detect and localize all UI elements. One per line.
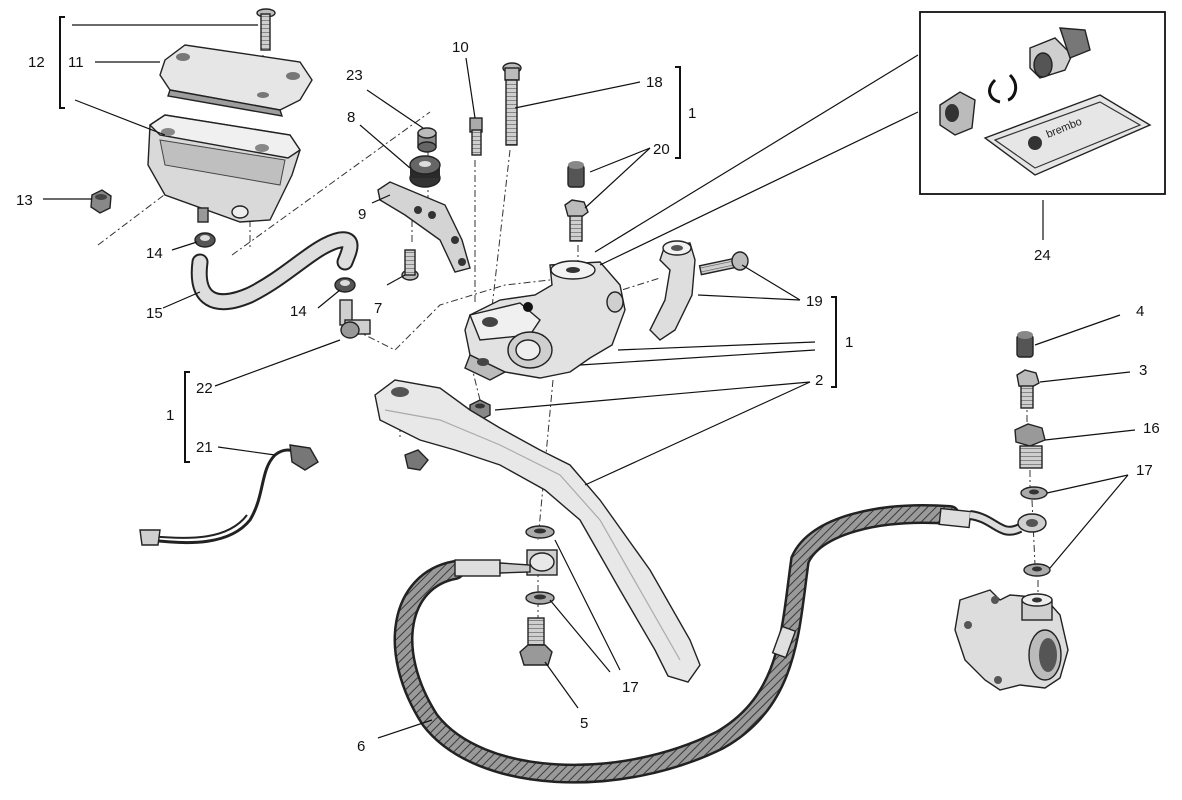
repair-kit-inset: brembo	[919, 11, 1166, 195]
callout-16: 16	[1143, 420, 1160, 437]
clutch-switch-wire	[139, 444, 319, 546]
screw-10	[469, 117, 483, 156]
banjo-bolt	[519, 617, 553, 666]
switch-bracket	[377, 181, 471, 273]
callout-1-left: 1	[166, 407, 174, 424]
cover-screw	[256, 8, 276, 51]
clutch-slave-cylinder	[954, 589, 1069, 691]
callout-6: 6	[357, 738, 365, 755]
braided-clutch-hose	[393, 504, 1047, 784]
spacer-23	[417, 127, 437, 153]
callout-18: 18	[646, 74, 663, 91]
callout-23: 23	[346, 67, 363, 84]
callout-17-slave: 17	[1136, 462, 1153, 479]
bleed-cap-slave	[1016, 331, 1034, 358]
callout-22: 22	[196, 380, 213, 397]
callout-1-top: 1	[688, 105, 696, 122]
rubber-grommet	[409, 155, 441, 188]
clutch-lever	[374, 379, 701, 683]
reservoir-hose	[190, 231, 359, 311]
bracket-screw	[401, 249, 419, 281]
sealing-washer-upper	[1020, 486, 1048, 500]
leader-lines	[43, 16, 1136, 739]
hose-elbow-fitting	[339, 299, 371, 339]
handlebar-clamp	[649, 240, 696, 341]
callout-3: 3	[1139, 362, 1147, 379]
callout-17-master: 17	[622, 679, 639, 696]
reservoir-cover	[159, 44, 313, 117]
adapter-16	[1014, 423, 1046, 469]
callout-2: 2	[815, 372, 823, 389]
bleed-valve	[564, 199, 589, 242]
sealing-washer-lower	[1023, 563, 1051, 577]
callout-15: 15	[146, 305, 163, 322]
callout-19: 19	[806, 293, 823, 310]
callout-14-lower: 14	[290, 303, 307, 320]
callout-1-mid: 1	[845, 334, 853, 351]
banjo-fitting-master	[525, 525, 558, 605]
assembly-dash-lines	[97, 55, 1039, 620]
hose-clamp-upper	[194, 232, 216, 248]
fluid-reservoir	[147, 114, 301, 223]
pivot-bolt-18	[502, 62, 522, 146]
clamp-screw	[698, 251, 749, 276]
callout-4: 4	[1136, 303, 1144, 320]
callout-24: 24	[1034, 247, 1051, 264]
callout-20: 20	[653, 141, 670, 158]
callout-21: 21	[196, 439, 213, 456]
bleed-valve-slave	[1016, 369, 1040, 409]
callout-7: 7	[374, 300, 382, 317]
callout-13: 13	[16, 192, 33, 209]
nut-13	[90, 189, 112, 214]
callout-12: 12	[28, 54, 45, 71]
callout-11: 11	[68, 54, 84, 71]
callout-labels: 12 11 13 14 15 14 7 9 8 23 10 18 1 20 19…	[16, 39, 1160, 755]
hose-clamp-lower	[334, 277, 356, 293]
bleed-cap	[567, 161, 585, 188]
callout-14-upper: 14	[146, 245, 163, 262]
callout-5: 5	[580, 715, 588, 732]
callout-8: 8	[347, 109, 355, 126]
callout-9: 9	[358, 206, 366, 223]
master-cylinder-body	[464, 260, 626, 381]
callout-10: 10	[452, 39, 469, 56]
